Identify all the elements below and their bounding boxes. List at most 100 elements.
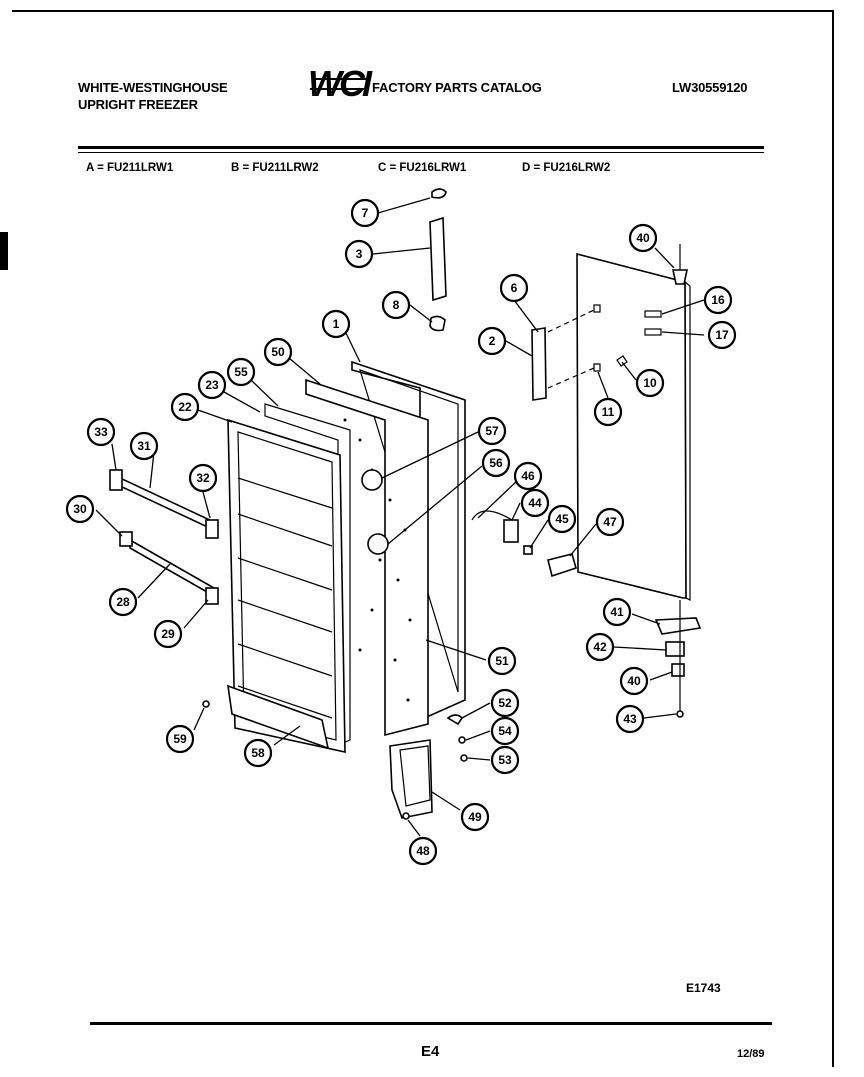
part-47 [547,553,577,578]
callout-51: 51 [487,646,517,676]
svg-text:41: 41 [610,605,624,619]
model-b: B = FU211LRW2 [231,162,319,174]
bar-end-33 [109,469,123,491]
callout-40-top: 40 [628,223,658,253]
callout-28: 28 [108,587,138,617]
svg-text:22: 22 [178,400,192,414]
door-shelves [237,477,333,719]
switch-44 [503,519,519,543]
callout-58: 58 [243,738,273,768]
plug-56 [367,533,389,555]
svg-text:23: 23 [205,378,219,392]
wire-46 [471,510,513,521]
callout-1: 1 [321,309,351,339]
svg-text:58: 58 [251,746,265,760]
callout-30: 30 [65,494,95,524]
svg-text:51: 51 [495,654,509,668]
svg-text:3: 3 [356,247,363,261]
callout-2: 2 [477,326,507,356]
brand-line-1: WHITE-WESTINGHOUSE [78,80,228,95]
callout-10: 10 [635,368,665,398]
callout-46: 46 [513,461,543,491]
callout-33: 33 [86,417,116,447]
outer-door-edge [684,280,691,601]
callout-52: 52 [490,688,520,718]
svg-text:1: 1 [333,317,340,331]
logo-stripe [312,78,370,80]
callout-17: 17 [707,320,737,350]
callout-41: 41 [602,597,632,627]
svg-text:44: 44 [528,496,542,510]
callout-50: 50 [263,337,293,367]
svg-text:56: 56 [489,456,503,470]
door-handle [531,327,547,401]
footer-rule [90,1022,772,1025]
handle-screw [593,304,601,313]
catalog-title: FACTORY PARTS CATALOG [372,80,542,95]
page-border [12,10,834,1067]
callout-59: 59 [165,724,195,754]
callout-3: 3 [344,239,374,269]
svg-text:52: 52 [498,696,512,710]
hinge-41 [654,617,702,635]
bar-end-29 [205,587,219,605]
svg-text:11: 11 [602,405,615,419]
callout-53: 53 [490,745,520,775]
part-53 [460,754,468,762]
part-54 [458,736,466,744]
callout-42: 42 [585,632,615,662]
trim-cap-7 [431,188,447,199]
svg-text:2: 2 [489,334,496,348]
wci-logo: WCI [308,63,372,104]
page-number: E4 [421,1043,440,1060]
screw-43 [676,710,684,718]
screw-10 [616,355,628,367]
bar-end-32 [205,519,219,539]
header-rule [78,146,764,149]
svg-text:40: 40 [636,231,650,245]
shelf-bar-28 [129,538,215,598]
callout-40-bottom: 40 [619,666,649,696]
svg-text:31: 31 [137,439,151,453]
svg-text:8: 8 [393,298,400,312]
callout-32: 32 [188,463,218,493]
svg-text:59: 59 [173,732,187,746]
svg-text:55: 55 [234,365,248,379]
callout-31: 31 [129,431,159,461]
plug-57 [361,469,383,491]
svg-text:32: 32 [196,471,210,485]
catalog-number: LW30559120 [672,80,748,95]
part-52 [446,714,464,726]
svg-text:29: 29 [161,627,175,641]
svg-text:45: 45 [555,512,569,526]
callout-49: 49 [460,802,490,832]
callout-16: 16 [703,285,733,315]
svg-text:42: 42 [593,640,607,654]
svg-text:16: 16 [711,293,725,307]
toe-bracket [389,739,433,819]
svg-text:10: 10 [643,376,657,390]
svg-text:47: 47 [603,515,617,529]
screw-48 [402,812,410,820]
svg-text:54: 54 [498,724,512,738]
callout-8: 8 [381,290,411,320]
callout-29: 29 [153,619,183,649]
callout-22: 22 [170,392,200,422]
callout-11: 11 [593,397,623,427]
callout-23: 23 [197,370,227,400]
svg-text:7: 7 [362,206,369,220]
handle-trim [429,216,447,302]
callout-54: 54 [490,716,520,746]
header-rule-thin [78,152,764,153]
svg-text:46: 46 [521,469,535,483]
bushing-40 [671,663,685,677]
part-45 [523,545,533,555]
callout-47: 47 [595,507,625,537]
callout-48: 48 [408,836,438,866]
model-c: C = FU216LRW1 [378,162,467,174]
scan-edge-mark [0,232,8,270]
kick-plate [227,684,330,750]
bar-end-30 [119,531,133,547]
